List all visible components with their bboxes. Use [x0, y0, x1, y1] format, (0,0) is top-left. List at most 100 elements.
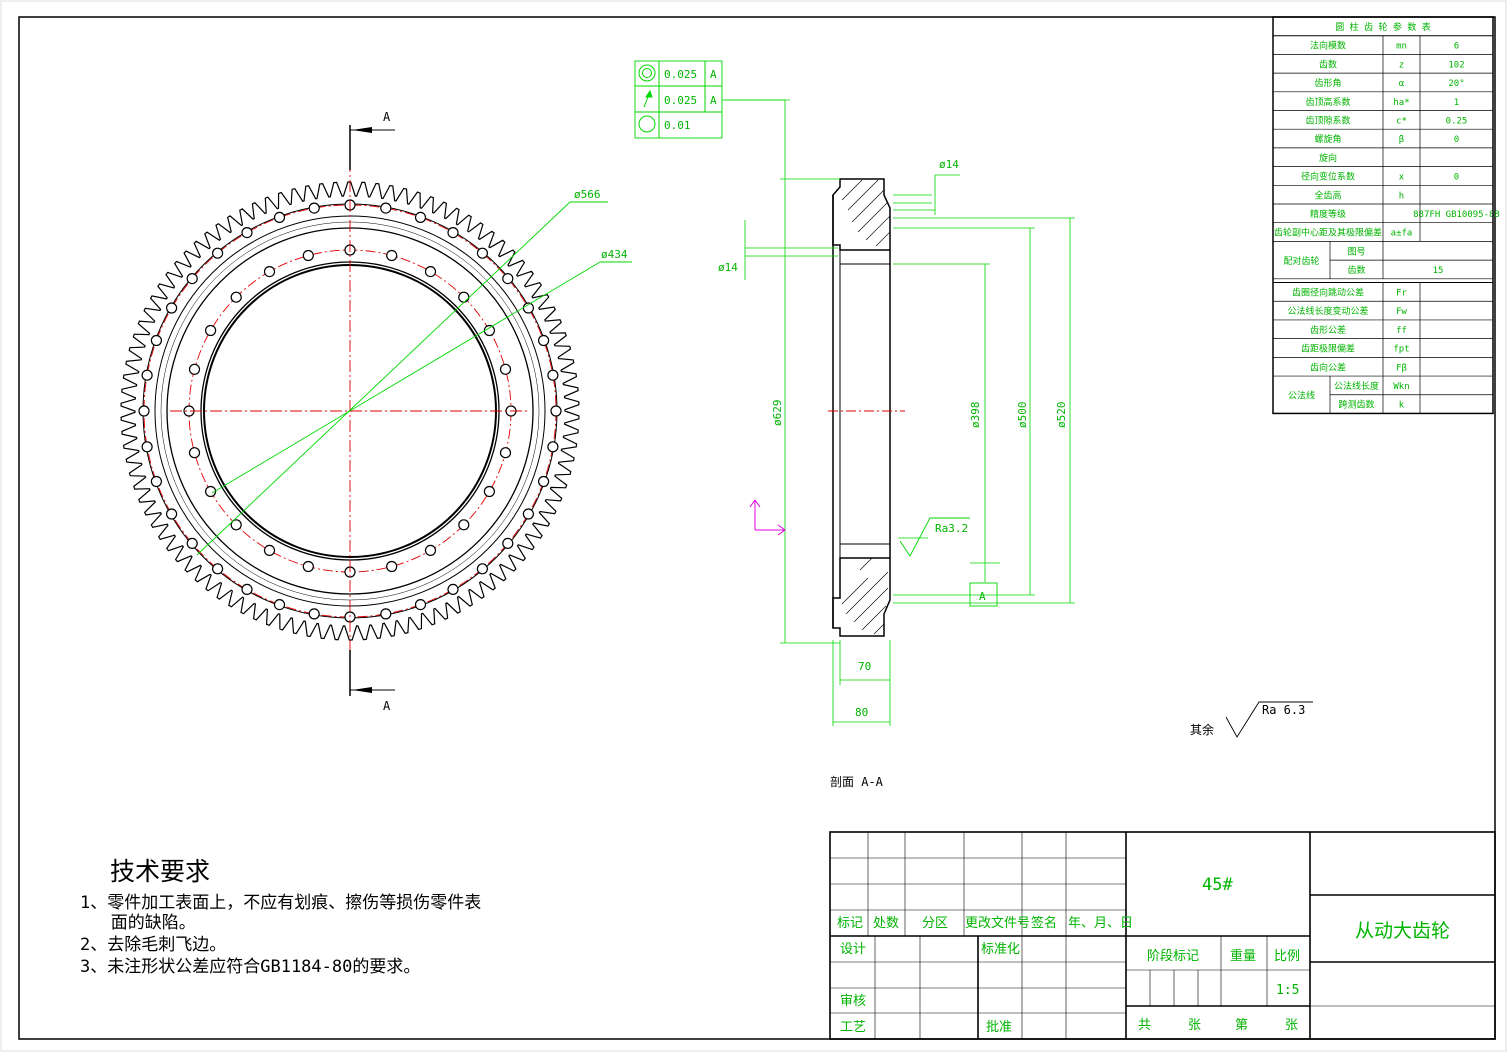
outer-bolt-hole	[380, 608, 392, 620]
section-dimensions	[725, 99, 1075, 726]
gtol-value-3: 0.01	[664, 119, 691, 132]
outer-bolt-hole	[447, 227, 459, 239]
outer-bolt-hole	[166, 302, 178, 314]
mate-row-name: 齿数	[1347, 264, 1365, 276]
tb-zone: 分区	[922, 916, 948, 931]
dim-500-label: ø500	[1016, 402, 1029, 429]
outer-bolt-hole	[476, 563, 488, 575]
dim-434-label: ø434	[601, 248, 628, 261]
circular-runout-icon-inner	[642, 68, 652, 78]
gfx-label: 公法线	[1288, 390, 1315, 402]
datum-A-label: A	[979, 590, 986, 603]
tb-design: 设计	[840, 942, 866, 957]
param-name: 齿顶隙系数	[1305, 115, 1350, 127]
mate-row-value: 15	[1433, 266, 1444, 276]
outer-bolt-hole	[476, 247, 488, 259]
tol-row-symbol: Fw	[1396, 307, 1407, 317]
inner-bolt-hole	[458, 519, 470, 531]
inner-bolt-hole	[188, 447, 201, 459]
gtol-datum-2: A	[710, 94, 717, 107]
outer-bolt-hole	[150, 334, 162, 347]
geometric-tolerance-frame: 0.025 A 0.025 A 0.01	[634, 60, 790, 139]
outer-bolt-hole	[380, 202, 392, 214]
gfx-row-symbol: k	[1399, 401, 1405, 411]
gtol-value-2: 0.025	[664, 94, 697, 107]
inner-bolt-hole	[499, 363, 512, 375]
outer-bolt-hole	[141, 369, 153, 381]
tech-req-item-4: 3、未注形状公差应符合GB1184-80的要求。	[80, 957, 420, 977]
drawing-frame	[18, 16, 1496, 1040]
tech-req-item-2: 面的缺陷。	[80, 913, 196, 933]
section-label-top: A	[383, 110, 391, 124]
tb-mark: 标记	[837, 916, 863, 931]
outer-bolt-hole	[186, 537, 198, 550]
tech-req-item-3: 2、去除毛刺飞边。	[80, 935, 226, 955]
inner-bolt-hole	[424, 544, 437, 557]
inner-bolt-hole	[230, 519, 242, 531]
outer-bolt-hole	[537, 334, 550, 347]
outer-bolt-hole	[547, 369, 559, 381]
outer-bolt-hole	[502, 273, 514, 285]
outer-bolt-hole	[537, 475, 550, 488]
inner-bolt-hole	[386, 560, 398, 573]
tb-change-doc: 更改文件号	[965, 916, 1030, 931]
tech-req-title: 技术要求	[110, 857, 210, 886]
circular-runout-icon	[638, 64, 656, 82]
param-value: 0	[1454, 135, 1459, 145]
tb-sheets-total: 共	[1138, 1018, 1151, 1033]
title-block-text: 标记 处数 分区 更改文件号 签名 年、月、日 设计 标准化 审核 工艺 批准 …	[837, 875, 1450, 1035]
param-value: 0	[1454, 173, 1459, 183]
tb-signature: 签名	[1031, 915, 1057, 931]
section-caption: 剖面 A-A	[830, 775, 884, 789]
gfx-row-name: 公法线长度	[1334, 380, 1379, 392]
tb-review: 审核	[840, 994, 866, 1009]
tol-row-symbol: ff	[1396, 326, 1407, 336]
param-value: 102	[1448, 60, 1464, 70]
rest-finish-value: Ra 6.3	[1262, 703, 1305, 717]
outer-bolt-hole	[186, 273, 198, 285]
inner-bolt-hole	[302, 560, 314, 573]
outer-bolt-hole	[447, 583, 459, 596]
gtol-datum-1: A	[710, 68, 717, 81]
tb-part-name: 从动大齿轮	[1355, 920, 1450, 942]
rest-surface-finish: 其余 Ra 6.3	[1190, 701, 1313, 738]
section-body-top	[832, 178, 891, 251]
section-body-bottom	[832, 557, 891, 637]
tol-row-name: 齿距极限偏差	[1301, 343, 1355, 355]
outer-bolt-hole	[166, 508, 178, 520]
inner-bolt-hole	[230, 291, 242, 303]
tol-row-symbol: Fβ	[1396, 363, 1407, 373]
outer-bolt-hole	[414, 211, 427, 223]
bolt-holes	[138, 199, 562, 623]
inner-bolt-hole	[424, 266, 437, 278]
gfx-row-name: 跨测齿数	[1338, 399, 1374, 411]
outer-bolt-hole	[212, 247, 224, 259]
gear-teeth-outline	[120, 181, 580, 641]
param-value: 1	[1454, 98, 1459, 108]
inner-bolt-hole	[458, 291, 470, 303]
tb-material: 45#	[1202, 875, 1233, 895]
outer-bolt-hole	[273, 598, 286, 611]
tb-standardize: 标准化	[981, 942, 1020, 957]
outer-bolt-hole	[414, 598, 427, 611]
tb-stage-mark: 阶段标记	[1147, 949, 1199, 964]
param-name: 齿数	[1319, 58, 1337, 70]
inner-bolt-hole	[205, 324, 217, 337]
param-value: 887FH GB10095-88	[1413, 210, 1500, 220]
outer-bolt-hole	[502, 537, 514, 550]
inner-bolt-hole	[483, 485, 495, 498]
dim-566-leader	[196, 201, 571, 556]
dim-520-label: ø520	[1055, 402, 1068, 429]
param-symbol: h	[1399, 191, 1404, 201]
datum-A-box	[969, 582, 998, 607]
circularity-icon	[638, 115, 656, 133]
technical-requirements: 技术要求 1、零件加工表面上，不应有划痕、擦伤等损伤零件表 面的缺陷。 2、去除…	[80, 857, 481, 977]
dim-566-label: ø566	[574, 188, 601, 201]
outer-bolt-hole	[150, 475, 162, 488]
param-value: 20°	[1448, 79, 1464, 89]
tol-row-symbol: Fr	[1396, 289, 1407, 299]
section-view: A ø14 ø14 ø629 ø398 ø500 ø520 70 80 Ra3.…	[718, 99, 1075, 789]
dim-14-top-label: ø14	[939, 158, 959, 171]
param-name: 齿轮副中心距及其极限偏差	[1274, 227, 1382, 239]
gtol-value-1: 0.025	[664, 68, 697, 81]
